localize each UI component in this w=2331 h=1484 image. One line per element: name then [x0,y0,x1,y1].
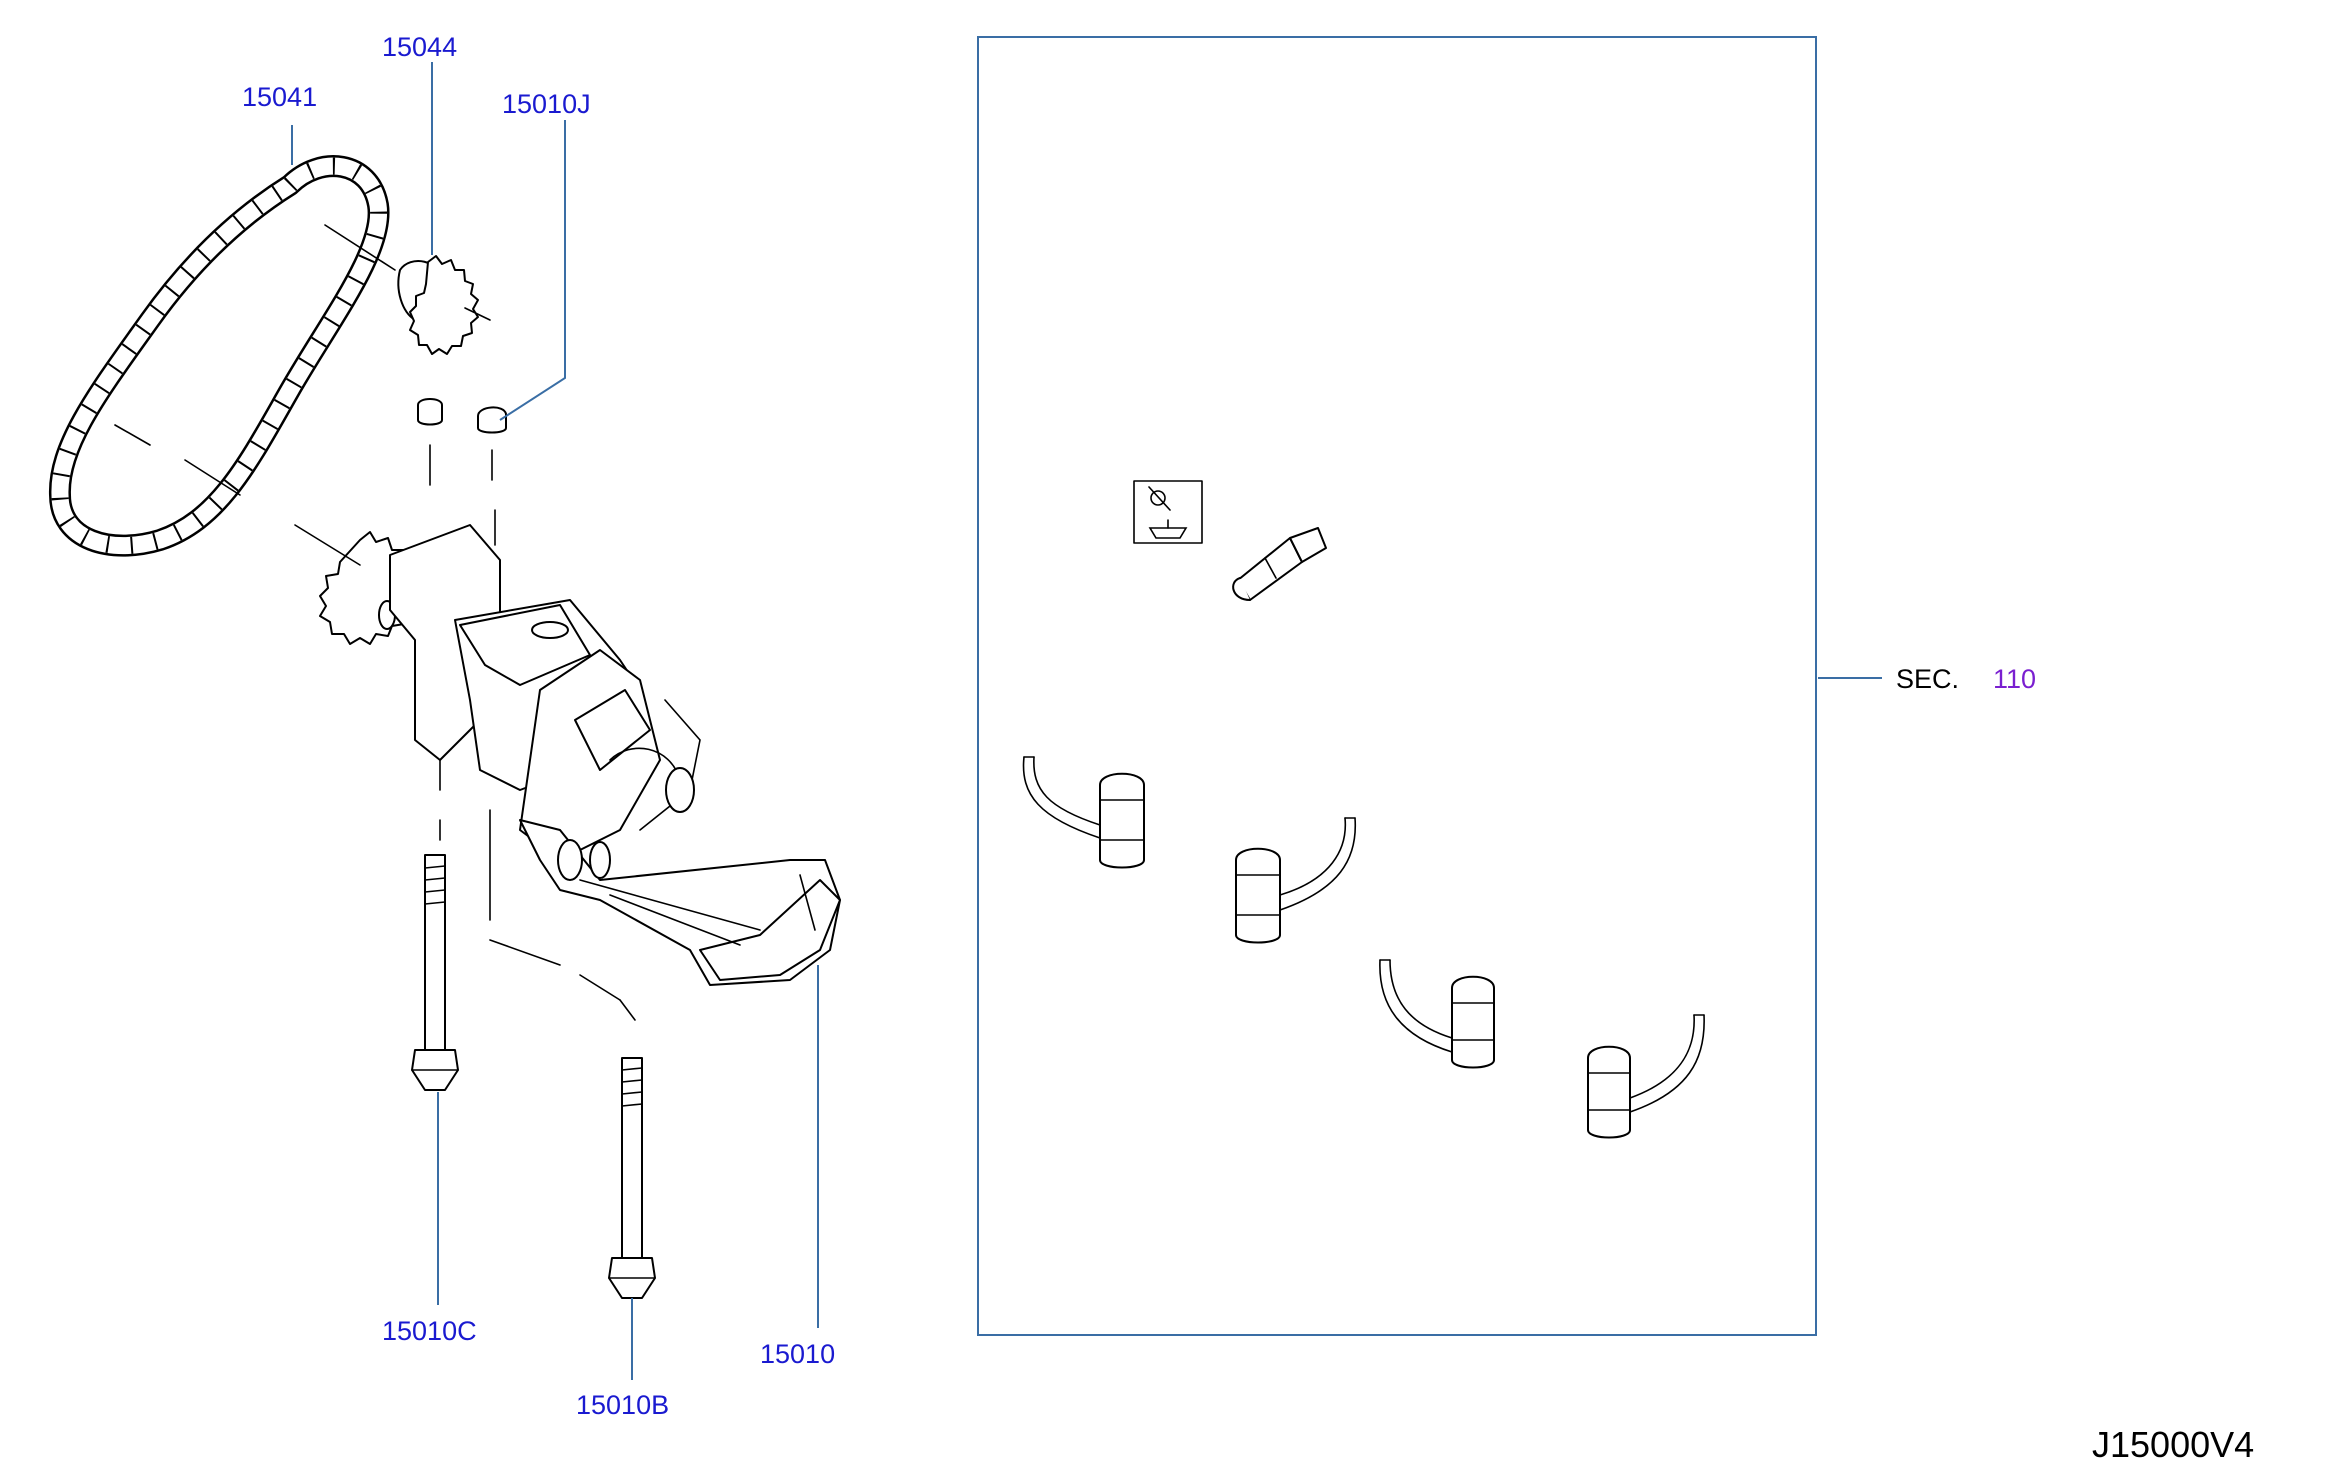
oil-jet-2 [1235,817,1357,944]
oil-pump-sprocket [397,255,491,355]
leader-15010j [499,120,566,421]
oil-pump-body [294,509,841,1021]
bolt-15010b [608,1057,656,1299]
callout-15010c[interactable]: 15010C [382,1316,477,1346]
bolt-15010c [411,854,459,1091]
callout-15010[interactable]: 15010 [760,1339,835,1369]
oil-pressure-switch [1133,480,1327,601]
leader-lines [291,62,1882,1380]
diagram-code: J15000V4 [2092,1424,2254,1465]
callout-15044[interactable]: 15044 [382,32,457,62]
callout-15010b[interactable]: 15010B [576,1390,669,1420]
callout-15010j[interactable]: 15010J [502,89,591,119]
section-frame [977,36,1817,1336]
dowel-pins [417,398,507,486]
section-prefix: SEC. [1896,664,1959,694]
oil-jet-3 [1379,959,1495,1069]
section-number-link[interactable]: 110 [1993,664,2036,694]
oil-jet-4 [1587,1014,1705,1139]
oil-pump-chain [48,155,396,557]
oil-jet-1 [1022,756,1145,869]
callout-15041[interactable]: 15041 [242,82,317,112]
